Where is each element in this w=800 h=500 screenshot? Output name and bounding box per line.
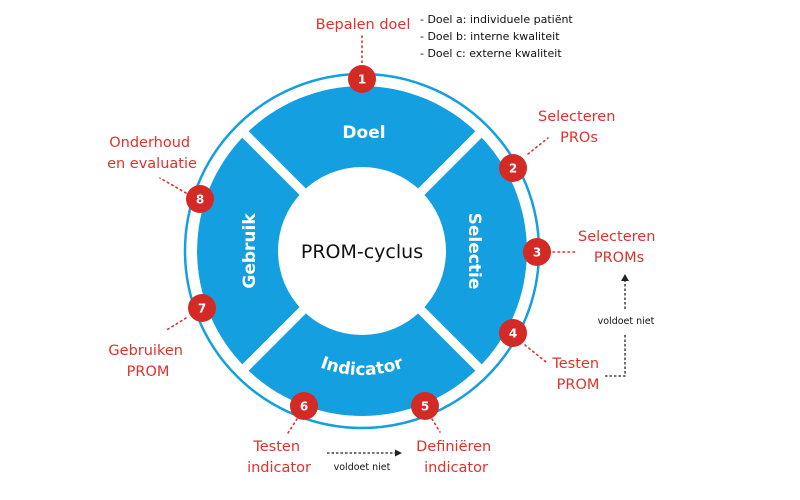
segment-label-doel: Doel [342,123,385,143]
step-label-8-line-2: en evaluatie [107,156,197,172]
step-badge-6: 6 [290,392,318,420]
step-label-4-line-1: Testen [551,356,599,372]
step-label-6-line-2: indicator [247,460,311,476]
badge-circle [186,185,214,213]
step-label-6: Testen indicator [247,439,311,476]
step-badge-8: 8 [186,185,214,213]
badge-number: 6 [300,400,308,414]
goal-note-a: - Doel a: individuele patiënt [420,13,573,26]
step-badge-2: 2 [499,154,527,182]
arrow-up-icon [621,274,629,281]
step-label-7-line-2: PROM [127,364,170,380]
badge-number: 7 [198,302,206,316]
step-label-2-line-1: Selecteren [538,109,615,125]
step-label-8: Onderhoud en evaluatie [107,135,197,172]
badge-circle [499,154,527,182]
badge-circle [411,392,439,420]
step-label-3: Selecteren PROMs [578,229,660,266]
badge-number: 4 [509,327,517,341]
leader-line-8 [159,177,187,194]
badge-circle [188,294,216,322]
leader-line-7 [164,317,187,332]
badge-number: 5 [421,400,429,414]
feedback-line-right-lower [605,333,626,377]
step-badge-5: 5 [411,392,439,420]
goal-note-c: - Doel c: externe kwaliteit [420,47,562,60]
badge-number: 8 [196,193,204,207]
step-badge-3: 3 [523,238,551,266]
step-label-4-line-2: PROM [557,377,600,393]
goal-note-b: - Doel b: interne kwaliteit [420,30,560,43]
arrow-right-icon [395,449,402,457]
badge-circle [290,392,318,420]
leader-line-6 [287,418,298,434]
step-badge-4: 4 [499,319,527,347]
feedback-label-bottom: voldoet niet [334,462,391,473]
goal-notes: - Doel a: individuele patiënt - Doel b: … [420,13,576,60]
step-label-3-line-1: Selecteren [578,229,655,245]
leader-line-5 [431,418,441,433]
segment-label-selectie: Selectie [464,213,484,290]
badge-number: 1 [358,73,366,87]
badge-number: 3 [533,246,541,260]
feedback-label-right: voldoet niet [598,316,655,327]
step-badge-7: 7 [188,294,216,322]
step-label-5: Definiëren indicator [416,439,496,476]
step-label-7: Gebruiken PROM [108,343,187,380]
step-label-6-line-1: Testen [252,439,300,455]
hub-label: PROM-cyclus [301,241,423,263]
badge-number: 2 [509,162,517,176]
step-label-8-line-1: Onderhoud [109,135,190,151]
badge-circle [499,319,527,347]
badge-circle [523,238,551,266]
hub-circle [278,167,446,335]
step-label-5-line-1: Definiëren [416,439,491,455]
step-badge-1: 1 [348,65,376,93]
step-label-5-line-2: indicator [424,460,488,476]
step-label-1: Bepalen doel [316,17,411,33]
leader-line-2 [527,137,549,155]
step-label-3-line-2: PROMs [594,250,644,266]
segment-label-gebruik: Gebruik [240,213,260,289]
step-label-7-line-1: Gebruiken [108,343,183,359]
step-label-4: Testen PROM [551,356,603,393]
feedback-arrow-bottom: voldoet niet [327,449,402,473]
feedback-arrow-right: voldoet niet [598,274,655,377]
step-label-2: Selecteren PROs [538,109,620,146]
badge-circle [348,65,376,93]
leader-line-4 [524,344,547,363]
step-label-2-line-2: PROs [560,130,598,146]
